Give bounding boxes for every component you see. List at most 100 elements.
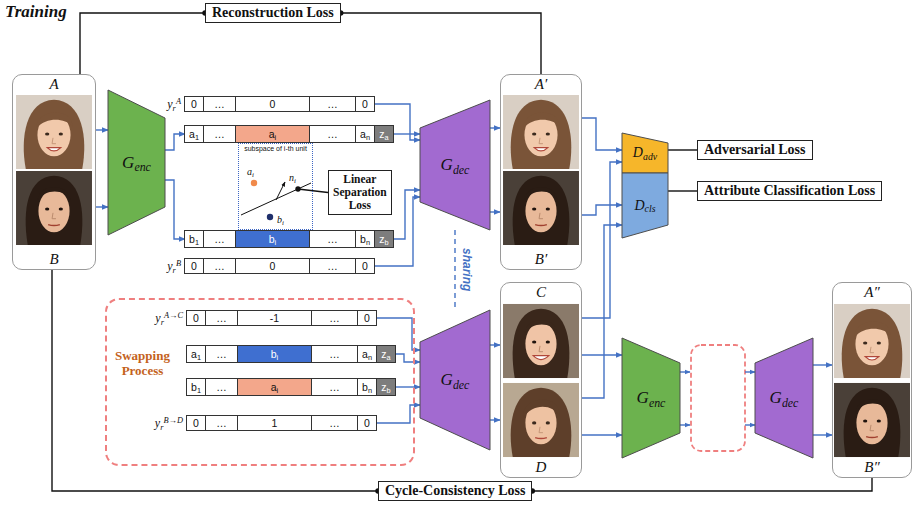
text-part: b [191,381,197,393]
node-label: B″ [833,459,911,476]
vector-cell: 0 [357,415,377,431]
text-part: D [633,145,643,160]
text-part: adv [643,151,657,162]
node-label: B′ [501,251,581,268]
text-part: G [122,153,134,172]
vector-cell: … [203,96,236,112]
block-shape [622,338,680,458]
text-part: y [167,97,172,111]
vector-label: yrB [167,259,181,273]
text-part: i [277,386,279,395]
vector-cell: 0 [186,415,206,431]
text-part: b [277,214,282,225]
face-photo [834,304,910,378]
connector [165,134,185,150]
text-part: b [360,233,366,245]
connector [298,189,328,193]
vector-cell: … [311,415,358,431]
vector-cell: … [311,378,358,396]
text-part: a [247,166,252,177]
connector [96,129,108,130]
connector [165,180,185,239]
text-part: B→D [163,416,183,425]
flow-arrow [745,371,755,372]
connector [394,133,420,134]
text-part: n [368,353,372,362]
vector-cell: 0 [184,96,204,112]
edge-label: sharing [460,248,474,291]
node-label: A″ [833,284,911,301]
diagram-title: Training [5,2,67,22]
vector-cell: … [205,415,238,431]
text-part: 1 [195,133,199,142]
text-part: b [189,233,195,245]
node-label: Gdec [770,388,799,408]
attribute-vector: yrB0…0…0 [185,258,375,274]
block-shape [420,100,490,230]
text-part: r [173,266,176,275]
vector-cell: an [355,125,375,143]
vector-cell: 0 [186,310,206,326]
encoder-block: Genc [108,90,165,235]
connector [96,206,108,207]
connector [396,386,420,387]
face-photo [16,171,92,245]
node-label: B [13,251,95,268]
connector [532,478,872,491]
vector-cell: bi [237,345,312,363]
text-part: dec [453,378,470,392]
text-part: a [269,128,275,140]
node-label: C [501,284,581,301]
node-label: subspace of i-th unit [239,145,312,153]
node-label: Swapping Process [115,348,170,378]
subspace-box: subspace of i-th unitainibi [238,143,313,230]
face-photo [503,304,579,378]
loss-box: Cycle-Consistency Loss [378,481,532,501]
text-part: y [155,311,160,325]
text-part: 1 [197,386,201,395]
connector [582,434,622,435]
decoder-block: Gdec [755,338,813,458]
vector-cell: … [203,125,236,143]
text-part: a [362,348,368,360]
attribute-vector: yrB→D0…1…0 [187,415,377,431]
vector-cell: 0 [184,258,204,274]
connector [341,13,541,74]
text-part: b [271,348,277,360]
connector [668,149,697,150]
vector-cell: … [309,96,356,112]
vector-cell: 0 [355,258,375,274]
subspace-sketch [241,180,311,220]
node-label: ai [247,166,254,177]
text-part: z [381,381,386,393]
attribute-vector: yrA0…0…0 [185,96,375,112]
node-label: Gdec [441,155,470,175]
block-shape [622,173,668,238]
vector-cell: ai [237,378,312,396]
sample-dot [251,180,257,186]
vector-cell: zb [374,230,394,248]
text-part: cls [645,203,656,214]
connector [582,118,622,150]
latent-vector: a1…bi…anza [187,345,396,363]
text-part: a [191,348,197,360]
node-label: Gdec [441,370,470,390]
normal-arrow [276,182,285,200]
image-pair-box: AB [12,74,96,270]
node-label: Reconstruction Loss [212,5,334,21]
block-shape [108,90,165,235]
vector-cell: a1 [186,345,206,363]
vector-label: yrA [167,97,181,111]
vector-cell: … [205,378,238,396]
connector [490,419,500,420]
text-part: B [176,259,181,268]
text-part: y [155,416,160,430]
decoder-block: Gdec [420,310,490,450]
loss-box: Linear Separation Loss [328,170,392,215]
text-part: z [379,128,384,140]
flow-arrow [680,371,690,372]
text-part: G [770,388,782,407]
connector [490,211,500,212]
text-part: a [189,128,195,140]
latent-vector: b1…bi…bnzb [185,230,394,248]
